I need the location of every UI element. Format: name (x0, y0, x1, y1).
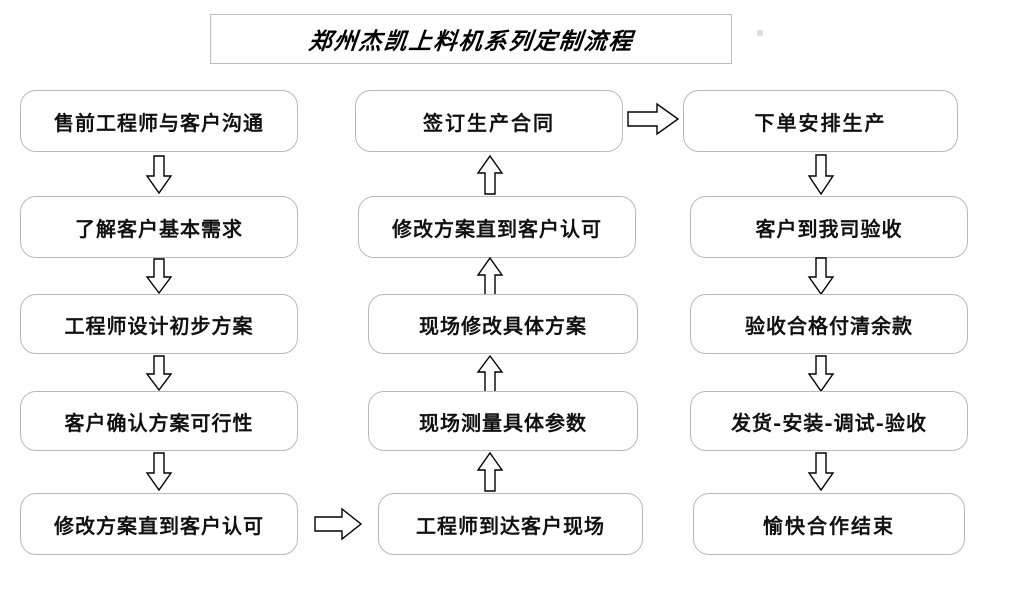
node-col3-2-label: 客户到我司验收 (755, 216, 903, 241)
node-col3-1[interactable]: 下单安排生产 (683, 90, 958, 152)
node-col3-3-label: 验收合格付清余款 (745, 313, 913, 338)
arrow-col3-1-2 (807, 154, 835, 196)
scan-artifact (757, 30, 763, 36)
arrow-col3-4-5 (807, 452, 835, 492)
node-col2-2[interactable]: 修改方案直到客户认可 (358, 196, 636, 258)
node-col1-2-label: 了解客户基本需求 (75, 216, 243, 241)
node-col3-1-label: 下单安排生产 (754, 110, 887, 135)
node-col1-3-label: 工程师设计初步方案 (64, 313, 254, 338)
node-col3-3[interactable]: 验收合格付清余款 (690, 294, 968, 354)
arrow-col3-3-4 (807, 355, 835, 393)
arrow-col2-2-to-1 (476, 154, 504, 195)
node-col2-3-label: 现场修改具体方案 (419, 313, 587, 338)
node-col1-5-label: 修改方案直到客户认可 (54, 513, 264, 538)
arrow-col2-to-col3 (627, 102, 680, 136)
arrow-col1-to-col2 (314, 507, 363, 541)
node-col2-5[interactable]: 工程师到达客户现场 (378, 493, 643, 555)
node-col3-4[interactable]: 发货-安装-调试-验收 (690, 391, 968, 451)
node-col3-2[interactable]: 客户到我司验收 (690, 196, 968, 258)
chart-title-box: 郑州杰凯上料机系列定制流程 (210, 14, 732, 64)
node-col2-1-label: 签订生产合同 (423, 110, 555, 135)
node-col2-4[interactable]: 现场测量具体参数 (368, 391, 638, 451)
node-col3-5[interactable]: 愉快合作结束 (693, 493, 965, 555)
node-col2-5-label: 工程师到达客户现场 (416, 513, 605, 538)
arrow-col2-3-to-2 (476, 256, 504, 297)
node-col3-4-label: 发货-安装-调试-验收 (731, 410, 927, 435)
arrow-col2-4-to-3 (476, 354, 504, 393)
arrow-col3-2-3 (807, 257, 835, 296)
arrow-col1-1-2 (145, 155, 173, 195)
node-col1-1-label: 售前工程师与客户沟通 (54, 110, 264, 135)
node-col1-2[interactable]: 了解客户基本需求 (20, 196, 298, 258)
node-col1-5[interactable]: 修改方案直到客户认可 (20, 493, 298, 555)
arrow-col1-3-4 (145, 355, 173, 392)
chart-title-text: 郑州杰凯上料机系列定制流程 (306, 28, 635, 55)
arrow-col1-4-5 (145, 452, 173, 492)
arrow-col1-2-3 (145, 258, 173, 295)
node-col1-4[interactable]: 客户确认方案可行性 (20, 391, 298, 451)
node-col1-3[interactable]: 工程师设计初步方案 (20, 294, 298, 354)
node-col3-5-label: 愉快合作结束 (763, 513, 895, 538)
node-col2-1[interactable]: 签订生产合同 (355, 90, 623, 152)
node-col1-4-label: 客户确认方案可行性 (64, 410, 254, 435)
node-col1-1[interactable]: 售前工程师与客户沟通 (20, 90, 298, 152)
node-col2-3[interactable]: 现场修改具体方案 (368, 294, 638, 354)
arrow-col2-5-to-4 (476, 451, 504, 492)
node-col2-2-label: 修改方案直到客户认可 (392, 216, 602, 241)
node-col2-4-label: 现场测量具体参数 (419, 410, 587, 435)
